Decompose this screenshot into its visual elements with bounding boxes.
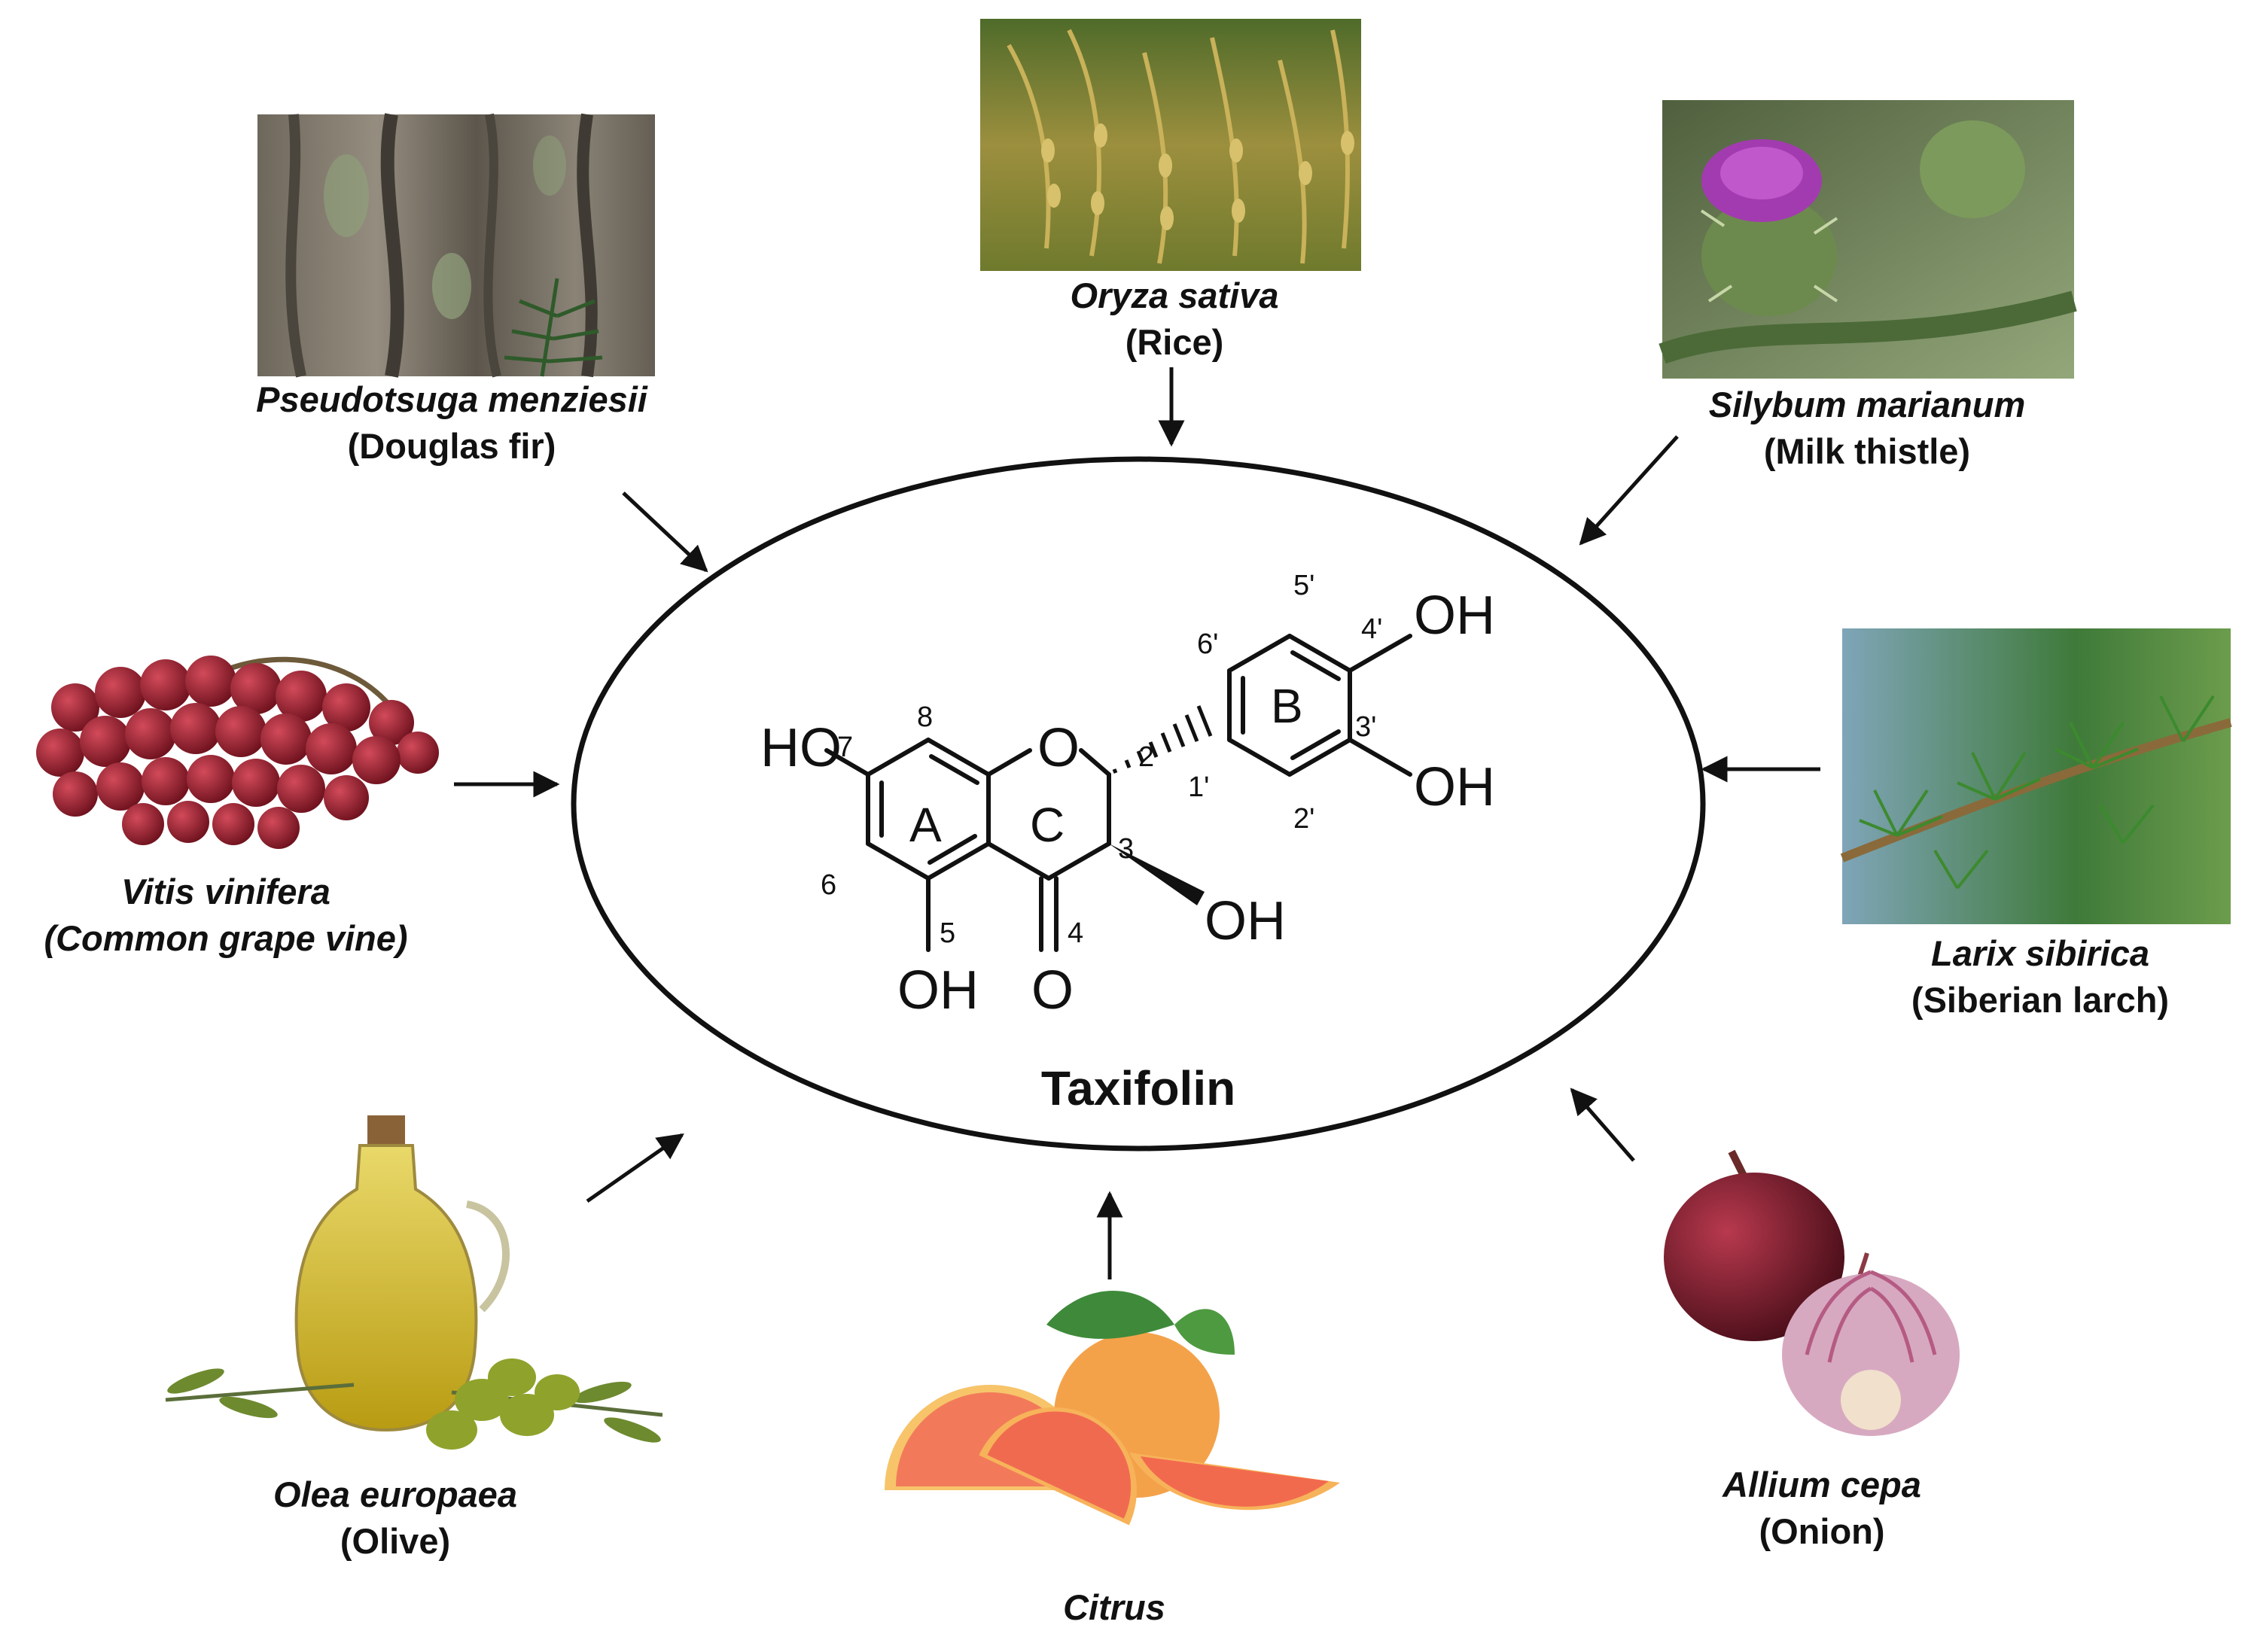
bond: [926, 841, 991, 881]
atom-oh5: OH: [897, 960, 979, 1021]
scientific-name: Larix sibirica: [1931, 933, 2149, 973]
position-3: 3: [1118, 833, 1134, 865]
common-name: (Rice): [1125, 322, 1224, 362]
ring-label-c: C: [1030, 798, 1065, 852]
position-6: 6: [821, 869, 836, 901]
scientific-name: Allium cepa: [1723, 1465, 1921, 1504]
atom-ho7: HO: [760, 718, 842, 778]
source-label-onion: Allium cepa (Onion): [1656, 1462, 1988, 1555]
position-7: 7: [837, 732, 853, 763]
position-8: 8: [917, 701, 933, 733]
atom-o1: O: [1037, 718, 1080, 778]
atom-oh3: OH: [1205, 891, 1286, 951]
position-3p: 3': [1355, 711, 1376, 743]
source-label-milk-thistle: Silybum marianum (Milk thistle): [1641, 382, 2093, 475]
bond: [1348, 634, 1412, 673]
ring-label-b: B: [1271, 679, 1303, 733]
bond: [866, 841, 931, 881]
scientific-name: Pseudotsuga menziesii: [256, 379, 647, 419]
ring-label-a: A: [909, 798, 942, 852]
atom-oh4p: OH: [1414, 586, 1495, 646]
scientific-name: Oryza sativa: [1070, 275, 1279, 315]
atom-oh3p: OH: [1414, 757, 1495, 817]
source-label-citrus: Citrus: [979, 1584, 1250, 1631]
taxifolin-structure: [824, 634, 1412, 952]
tree-bark-photo: [257, 113, 655, 378]
red-grape-bunch-photo: [36, 656, 439, 849]
bond: [986, 841, 1051, 881]
source-label-grape: Vitis vinifera (Common grape vine): [0, 869, 452, 962]
scientific-name: Vitis vinifera: [121, 872, 330, 911]
bond: [1287, 634, 1352, 673]
common-name: (Olive): [340, 1521, 451, 1561]
position-4: 4: [1068, 917, 1083, 949]
larch-branch-photo: [1840, 628, 2232, 924]
arrows: [454, 367, 1820, 1279]
source-label-douglas-fir: Pseudotsuga menziesii (Douglas fir): [226, 376, 678, 470]
position-2: 2: [1138, 741, 1154, 773]
bond: [1348, 738, 1412, 777]
common-name: (Common grape vine): [44, 918, 408, 958]
bond: [824, 748, 870, 777]
arrow-olive: [586, 1133, 684, 1203]
common-name: (Onion): [1759, 1511, 1885, 1551]
arrow-onion: [1570, 1088, 1635, 1162]
scientific-name: Citrus: [1063, 1587, 1165, 1627]
atom-o4: O: [1031, 960, 1074, 1021]
bond: [926, 738, 991, 777]
rice-panicles-photo: [980, 19, 1361, 271]
source-label-rice: Oryza sativa (Rice): [1024, 272, 1325, 366]
position-6p: 6': [1197, 628, 1218, 660]
hashed-wedge-bond: [1112, 705, 1213, 774]
bond: [1227, 738, 1292, 777]
position-1p: 1': [1188, 771, 1209, 803]
common-name: (Siberian larch): [1911, 980, 2170, 1020]
thistle-flower-photo: [1659, 100, 2077, 379]
bond: [1290, 650, 1341, 681]
bond: [929, 754, 979, 785]
olive-oil-jar-photo: [165, 1115, 663, 1450]
bond: [986, 748, 1032, 777]
grapefruit-slices-photo: [885, 1291, 1340, 1526]
bond: [1287, 738, 1352, 777]
position-2p: 2': [1293, 803, 1314, 835]
central-ellipse: [571, 456, 1706, 1152]
bond: [928, 834, 977, 865]
source-label-larch: Larix sibirica (Siberian larch): [1867, 930, 2213, 1024]
common-name: (Milk thistle): [1763, 431, 1971, 471]
bond: [1046, 841, 1111, 881]
red-onion-photo: [1664, 1149, 1960, 1436]
common-name: (Douglas fir): [347, 426, 556, 466]
bond: [866, 738, 931, 777]
arrow-douglas-fir: [622, 491, 708, 573]
source-label-olive: Olea europaea (Olive): [226, 1471, 565, 1565]
bond: [1227, 634, 1292, 673]
position-5: 5: [940, 917, 955, 949]
arrow-milk-thistle: [1579, 435, 1679, 546]
scientific-name: Olea europaea: [273, 1474, 517, 1514]
position-5p: 5': [1293, 570, 1314, 601]
bond: [1079, 748, 1111, 777]
position-4p: 4': [1361, 613, 1382, 645]
solid-wedge-bond: [1109, 844, 1205, 905]
bond: [1290, 729, 1341, 760]
compound-name: Taxifolin: [1041, 1061, 1235, 1115]
scientific-name: Silybum marianum: [1708, 385, 2026, 424]
